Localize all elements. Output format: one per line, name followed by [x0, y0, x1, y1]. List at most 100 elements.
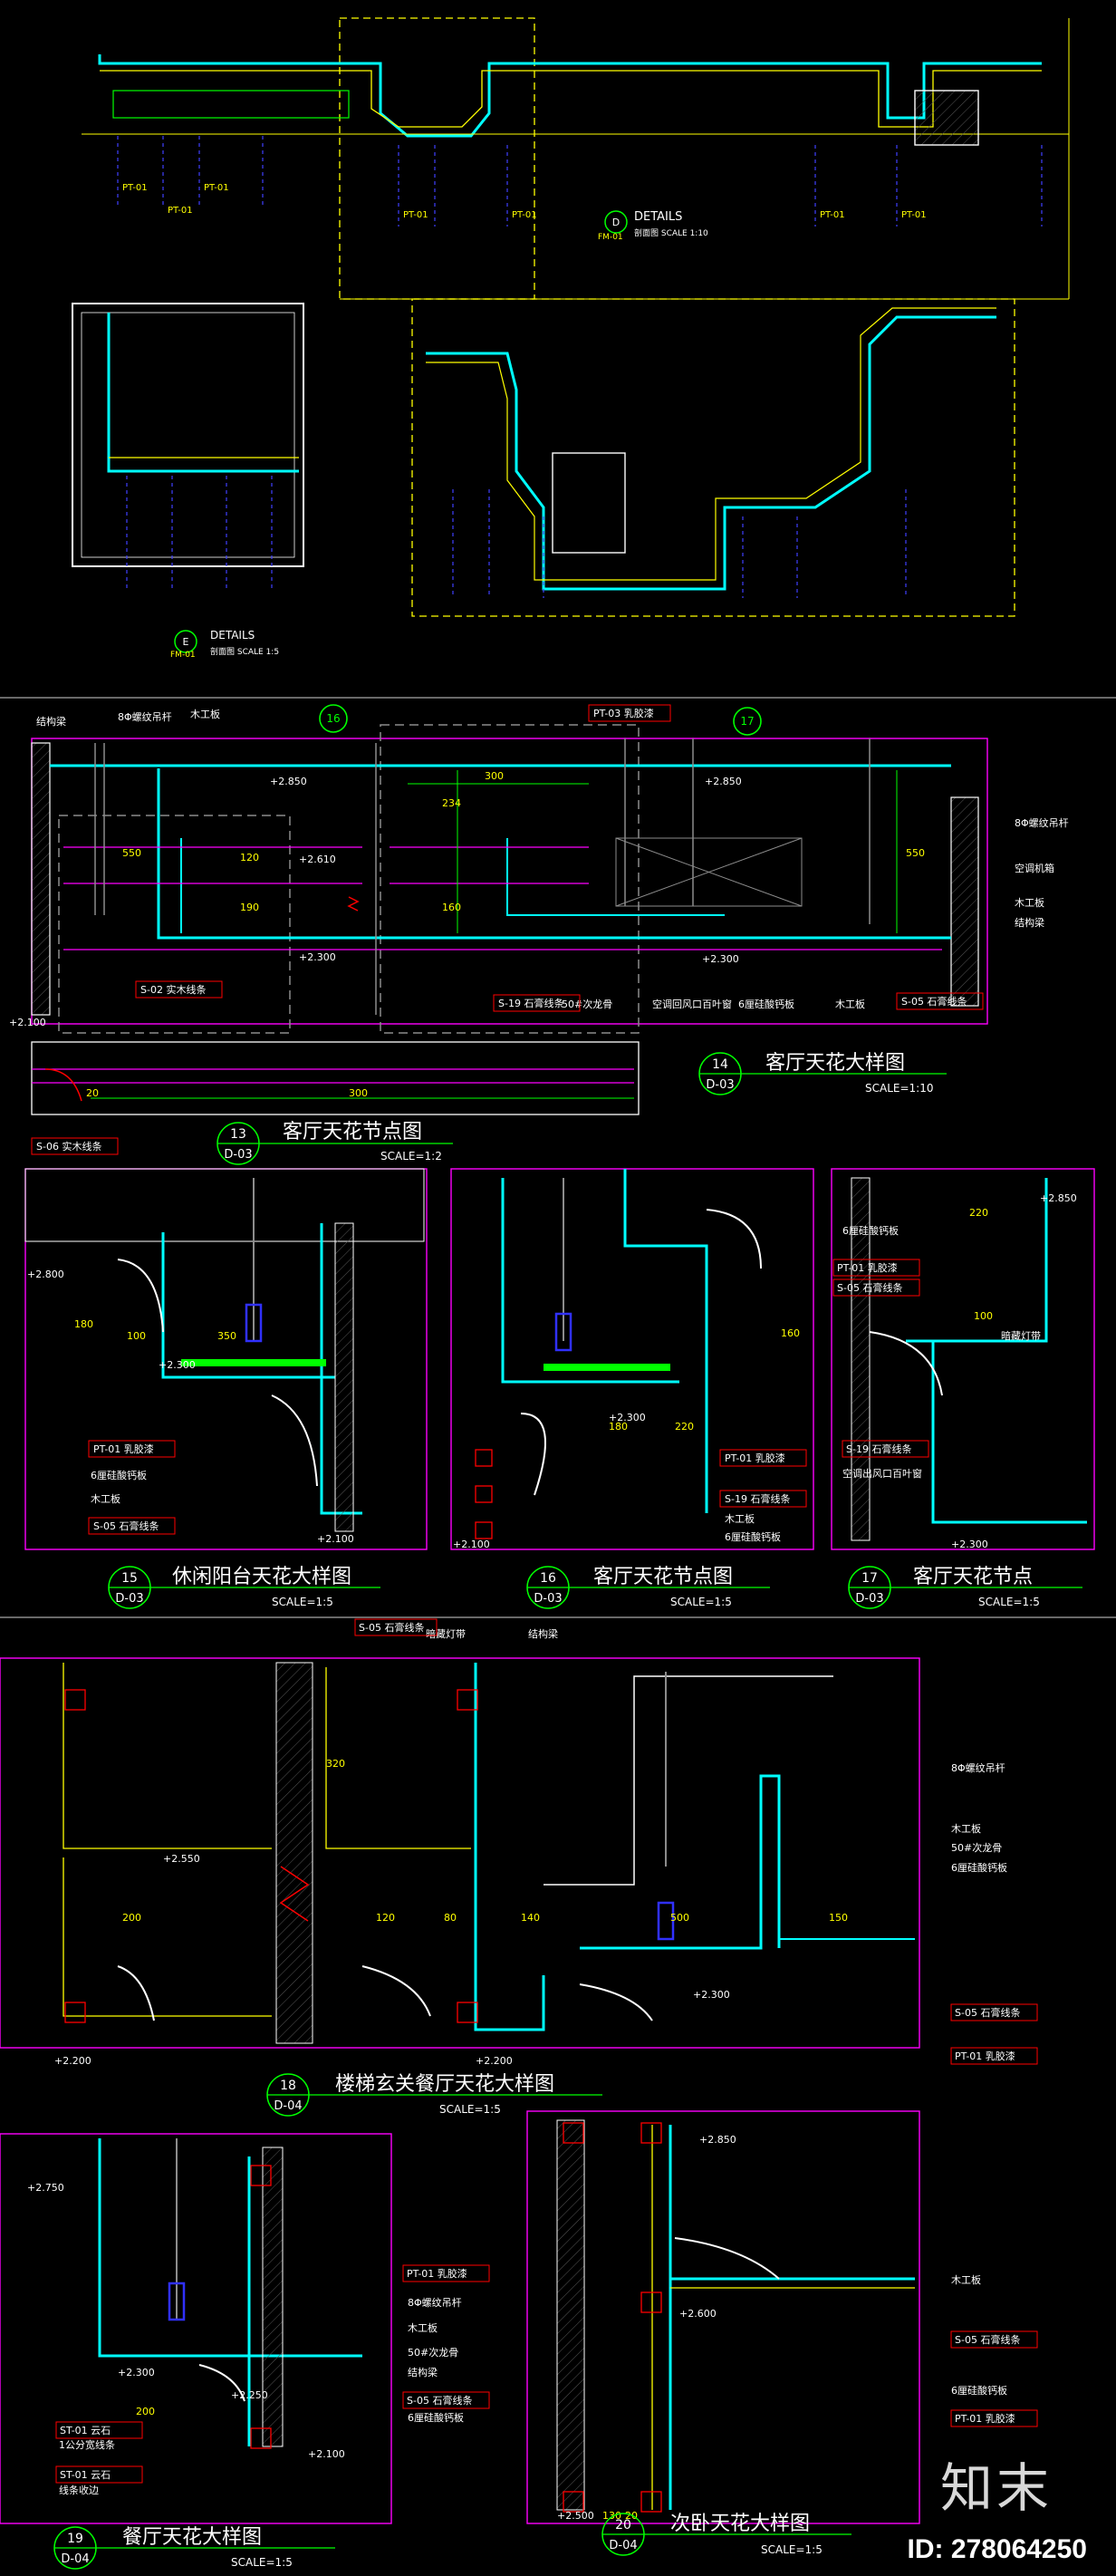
- label-rod: 8Φ螺纹吊杆: [118, 710, 172, 723]
- detail-e-number: E: [183, 636, 189, 648]
- dim-160: 160: [442, 902, 461, 913]
- level-2300-17: +2.300: [951, 1539, 988, 1550]
- svg-text:PT-01: PT-01: [820, 210, 845, 220]
- detail-17: 220 100 +2.850 +2.300 6厘硅酸钙板 暗藏灯带 空调出风口百…: [831, 1168, 1095, 1550]
- title-17-name: 客厅天花节点: [913, 1566, 1033, 1588]
- label-gypsum-20: 6厘硅酸钙板: [951, 2384, 1007, 2397]
- title-17-ref: D-03: [855, 1592, 883, 1606]
- dim-120: 120: [240, 852, 259, 863]
- dim-20: 20: [86, 1087, 99, 1099]
- label-pt01-17: PT-01 乳胶漆: [837, 1261, 898, 1274]
- label-s05-17: S-05 石膏线条: [837, 1281, 902, 1294]
- dim-140-18: 140: [521, 1912, 540, 1924]
- title-20-number: 20: [615, 2518, 631, 2533]
- label-s05-18-top: S-05 石膏线条: [359, 1621, 424, 1634]
- label-s05-19: S-05 石膏线条: [407, 2394, 472, 2407]
- label-s19: S-19 石膏线条: [498, 997, 563, 1009]
- level-2800: +2.800: [27, 1269, 64, 1280]
- level-2200-a: +2.200: [54, 2055, 91, 2067]
- label-rod-18: 8Φ螺纹吊杆: [951, 1761, 1005, 1774]
- detail-e-sub: 剖面图 SCALE 1:5: [210, 646, 279, 657]
- title-18-ref: D-04: [274, 2099, 302, 2113]
- detail-20: 130 20 +2.850 +2.600 +2.500 木工板 6厘硅酸钙板 S…: [526, 2110, 1038, 2556]
- label-wood: 木工板: [190, 708, 220, 720]
- dim-300: 300: [485, 770, 504, 782]
- dim-80-18: 80: [444, 1912, 457, 1924]
- label-light-slot: 暗藏灯带: [1001, 1329, 1041, 1342]
- dim-180-16: 180: [609, 1421, 628, 1433]
- dim-550: 550: [906, 847, 925, 859]
- label-pt01-18: PT-01 乳胶漆: [955, 2050, 1015, 2062]
- label-wood-18: 木工板: [951, 1822, 981, 1835]
- dim-550-left: 550: [122, 847, 141, 859]
- detail-d-sub: 剖面图 SCALE 1:10: [634, 227, 708, 238]
- level-2100-19: +2.100: [308, 2448, 345, 2460]
- label-s05-20: S-05 石膏线条: [955, 2333, 1020, 2346]
- title-14-number: 14: [712, 1057, 728, 1072]
- title-19-ref: D-04: [61, 2552, 89, 2566]
- level-2600: +2.600: [679, 2308, 717, 2320]
- title-15-ref: D-03: [115, 1592, 143, 1606]
- level-2100-16: +2.100: [453, 1539, 490, 1550]
- dim-320-18: 320: [326, 1758, 345, 1770]
- title-16-number: 16: [540, 1571, 556, 1586]
- title-20-ref: D-04: [609, 2539, 637, 2552]
- dim-130-20: 130: [602, 2510, 621, 2522]
- level-2850-a: +2.850: [270, 776, 307, 787]
- title-16-ref: D-03: [534, 1592, 562, 1606]
- label-s05: S-05 石膏线条: [901, 995, 967, 1008]
- level-2850-20: +2.850: [699, 2134, 736, 2146]
- dim-180-15: 180: [74, 1318, 93, 1330]
- label-structure-18: 结构梁: [528, 1627, 558, 1640]
- dim-234: 234: [442, 797, 461, 809]
- level-2300-16: +2.300: [609, 1412, 646, 1423]
- level-2610: +2.610: [299, 854, 336, 865]
- dim-100-17: 100: [974, 1310, 993, 1322]
- svg-text:PT-01: PT-01: [901, 210, 927, 220]
- label-pt01-19: PT-01 乳胶漆: [407, 2267, 467, 2280]
- level-2300-a: +2.300: [299, 951, 336, 963]
- label-pt01-20: PT-01 乳胶漆: [955, 2412, 1015, 2425]
- dim-500-18: 500: [670, 1912, 689, 1924]
- label-gypsum: 6厘硅酸钙板: [738, 998, 794, 1010]
- title-14-name: 客厅天花大样图: [765, 1052, 905, 1075]
- level-2100-15: +2.100: [317, 1533, 354, 1545]
- svg-text:PT-01: PT-01: [168, 206, 193, 216]
- dim-300-node: 300: [349, 1087, 368, 1099]
- dim-150-18: 150: [829, 1912, 848, 1924]
- label-rod-right: 8Φ螺纹吊杆: [1015, 816, 1069, 829]
- level-2100: +2.100: [9, 1017, 46, 1028]
- label-keel: 50#次龙骨: [562, 998, 612, 1010]
- label-ac-vent: 空调回风口百叶窗: [652, 998, 732, 1010]
- image-id: ID: 278064250: [907, 2534, 1088, 2564]
- label-wood-20: 木工板: [951, 2273, 981, 2286]
- level-2250: +2.250: [231, 2389, 268, 2401]
- label-s05-18: S-05 石膏线条: [955, 2006, 1020, 2019]
- detail-d-number: D: [612, 217, 620, 228]
- title-20-name: 次卧天花大样图: [670, 2513, 810, 2535]
- title-14-ref: D-03: [706, 1078, 734, 1092]
- dim-100-15: 100: [127, 1330, 146, 1342]
- detail-d-ref: FM-01: [598, 233, 623, 242]
- level-2850-17: +2.850: [1040, 1192, 1077, 1204]
- title-14: 14 D-03 客厅天花大样图 SCALE=1:10: [698, 1052, 947, 1095]
- titles-15-17: 15 D-03 休闲阳台天花大样图 SCALE=1:5 16 D-03 客厅天花…: [108, 1566, 1082, 1609]
- label-gypsum-18: 6厘硅酸钙板: [951, 1861, 1007, 1874]
- label-st01: ST-01 云石: [60, 2425, 111, 2436]
- level-2300-19: +2.300: [118, 2367, 155, 2378]
- label-ac-out: 空调出风口百叶窗: [842, 1467, 922, 1480]
- label-wood-16: 木工板: [725, 1512, 755, 1525]
- dim-120-18: 120: [376, 1912, 395, 1924]
- title-15-name: 休闲阳台天花大样图: [172, 1566, 351, 1588]
- label-st01-b: ST-01 云石: [60, 2469, 111, 2481]
- detail-15: 100 350 180 +2.800 +2.300 +2.100 6厘硅酸钙板 …: [24, 1168, 428, 1550]
- label-wood-right: 木工板: [1015, 896, 1044, 909]
- dim-200-19: 200: [136, 2406, 155, 2417]
- label-structure-right: 结构梁: [1015, 916, 1044, 929]
- label-s05-15: S-05 石膏线条: [93, 1520, 159, 1532]
- level-2300-b: +2.300: [702, 953, 739, 965]
- label-s02: S-02 实木线条: [140, 983, 206, 996]
- label-cover: 1公分宽线条: [59, 2438, 115, 2451]
- label-structure: 结构梁: [36, 715, 66, 728]
- detail-e-name: DETAILS: [210, 629, 255, 642]
